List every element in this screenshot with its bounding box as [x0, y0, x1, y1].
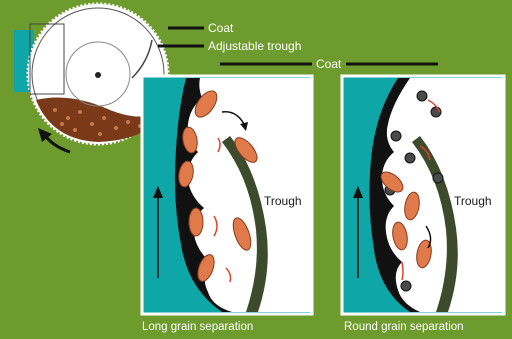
adjustable-trough-label: Adjustable trough: [208, 39, 301, 53]
caption-long-grain: Long grain separation: [142, 320, 253, 334]
trough-label-left: Trough: [264, 194, 302, 208]
drum-axle: [95, 72, 101, 78]
caption-round-grain: Round grain separation: [344, 320, 464, 334]
trough-label-right: Trough: [454, 194, 492, 208]
coat-label-center: Coat: [316, 57, 341, 71]
coat-label-top: Coat: [208, 21, 233, 35]
